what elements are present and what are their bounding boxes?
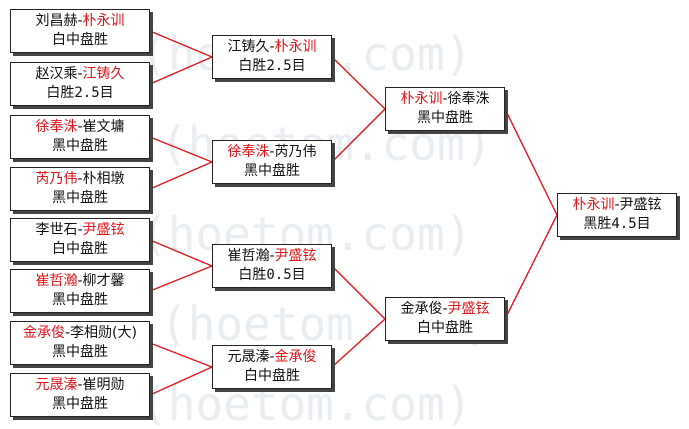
player-1: 徐奉洙 [227, 144, 270, 160]
match-players: 崔哲瀚-尹盛铉 [227, 248, 317, 264]
connector-r1-4 [149, 161, 213, 190]
match-r2-1: 江铸久-朴永训 白胜2.5目 [212, 35, 332, 79]
match-r2-3: 崔哲瀚-尹盛铉 白胜0.5目 [212, 244, 332, 288]
match-r3-1: 朴永训-徐奉洙 黑中盘胜 [385, 87, 505, 131]
match-r1-7: 金承俊-李相勋(大) 黑中盘胜 [10, 321, 150, 365]
match-players: 徐奉洙-崔文墉 [35, 119, 125, 135]
connector-r3-1 [504, 108, 558, 216]
match-result: 黑中盘胜 [244, 163, 300, 179]
player-2: 徐奉洙 [447, 91, 490, 107]
match-players: 元晟溱-金承俊 [227, 349, 317, 365]
match-r1-5: 李世石-尹盛铉 白中盘胜 [10, 218, 150, 262]
connector-r1-5 [149, 239, 213, 267]
match-r1-1: 刘昌赫-朴永训 白中盘胜 [10, 9, 150, 53]
match-final: 朴永训-尹盛铉 黑胜4.5目 [557, 193, 677, 237]
match-result: 黑中盘胜 [52, 190, 108, 206]
match-result: 黑中盘胜 [52, 138, 108, 154]
match-r1-8: 元晟溱-崔明勋 黑中盘胜 [10, 373, 150, 417]
match-result: 白胜2.5目 [238, 58, 306, 74]
player-1: 刘昌赫 [35, 13, 78, 29]
player-2: 朴相墩 [82, 171, 125, 187]
player-2: 朴永训 [82, 13, 125, 29]
player-2: 崔文墉 [82, 119, 125, 135]
match-result: 黑胜4.5目 [583, 216, 651, 232]
match-players: 金承俊-李相勋(大) [23, 325, 137, 341]
player-1: 崔哲瀚 [35, 273, 78, 289]
match-players: 赵汉乘-江铸久 [35, 66, 125, 82]
match-result: 黑中盘胜 [52, 396, 108, 412]
match-r2-4: 元晟溱-金承俊 白中盘胜 [212, 345, 332, 389]
player-2: 李相勋(大) [70, 325, 137, 341]
match-players: 崔哲瀚-柳才馨 [35, 273, 125, 289]
match-result: 黑中盘胜 [417, 110, 473, 126]
player-1: 朴永训 [572, 197, 615, 213]
connector-r1-6 [149, 265, 213, 292]
match-result: 白中盘胜 [244, 368, 300, 384]
match-result: 白中盘胜 [52, 32, 108, 48]
match-result: 黑中盘胜 [52, 292, 108, 308]
player-1: 金承俊 [23, 325, 65, 341]
match-players: 刘昌赫-朴永训 [35, 13, 125, 29]
player-1: 李世石 [35, 222, 78, 238]
connector-r1-8 [149, 366, 213, 396]
connector-r2-3 [331, 265, 386, 320]
player-2: 柳才馨 [82, 273, 125, 289]
match-r1-6: 崔哲瀚-柳才馨 黑中盘胜 [10, 269, 150, 313]
player-2: 江铸久 [82, 66, 125, 82]
player-1: 元晟溱 [227, 349, 270, 365]
match-players: 朴永训-徐奉洙 [400, 91, 490, 107]
player-2: 朴永训 [274, 39, 317, 55]
match-r3-2: 金承俊-尹盛铉 白中盘胜 [385, 297, 505, 341]
player-2: 尹盛铉 [274, 248, 317, 264]
player-2: 尹盛铉 [447, 301, 490, 317]
connector-r1-2 [149, 56, 213, 85]
match-players: 金承俊-尹盛铉 [400, 301, 490, 317]
match-players: 芮乃伟-朴相墩 [35, 171, 125, 187]
player-1: 崔哲瀚 [227, 248, 270, 264]
connector-r2-4 [331, 318, 386, 368]
match-r1-4: 芮乃伟-朴相墩 黑中盘胜 [10, 167, 150, 211]
player-1: 朴永训 [400, 91, 443, 107]
match-players: 朴永训-尹盛铉 [572, 197, 662, 213]
match-result: 白中盘胜 [52, 241, 108, 257]
match-players: 元晟溱-崔明勋 [35, 377, 125, 393]
match-players: 江铸久-朴永训 [227, 39, 317, 55]
connector-r1-7 [149, 342, 213, 368]
match-result: 白胜0.5目 [238, 267, 306, 283]
match-result: 黑中盘胜 [52, 344, 108, 360]
connector-r1-3 [149, 136, 213, 163]
player-1: 芮乃伟 [35, 171, 78, 187]
player-1: 金承俊 [400, 301, 443, 317]
connector-r2-1 [331, 56, 386, 110]
match-r1-3: 徐奉洙-崔文墉 黑中盘胜 [10, 115, 150, 159]
player-1: 江铸久 [227, 39, 270, 55]
player-2: 尹盛铉 [82, 222, 125, 238]
player-1: 赵汉乘 [35, 66, 78, 82]
match-r2-2: 徐奉洙-芮乃伟 黑中盘胜 [212, 140, 332, 184]
connector-r2-2 [331, 108, 386, 163]
connector-r1-1 [149, 30, 213, 58]
player-2: 尹盛铉 [619, 197, 662, 213]
player-1: 元晟溱 [35, 377, 78, 393]
match-result: 白中盘胜 [417, 320, 473, 336]
player-2: 崔明勋 [82, 377, 125, 393]
player-1: 徐奉洙 [35, 119, 78, 135]
match-r1-2: 赵汉乘-江铸久 白胜2.5目 [10, 62, 150, 106]
match-result: 白胜2.5目 [46, 85, 114, 101]
player-2: 芮乃伟 [274, 144, 317, 160]
match-players: 徐奉洙-芮乃伟 [227, 144, 317, 160]
connector-r3-2 [504, 214, 558, 320]
match-players: 李世石-尹盛铉 [35, 222, 125, 238]
player-2: 金承俊 [274, 349, 317, 365]
